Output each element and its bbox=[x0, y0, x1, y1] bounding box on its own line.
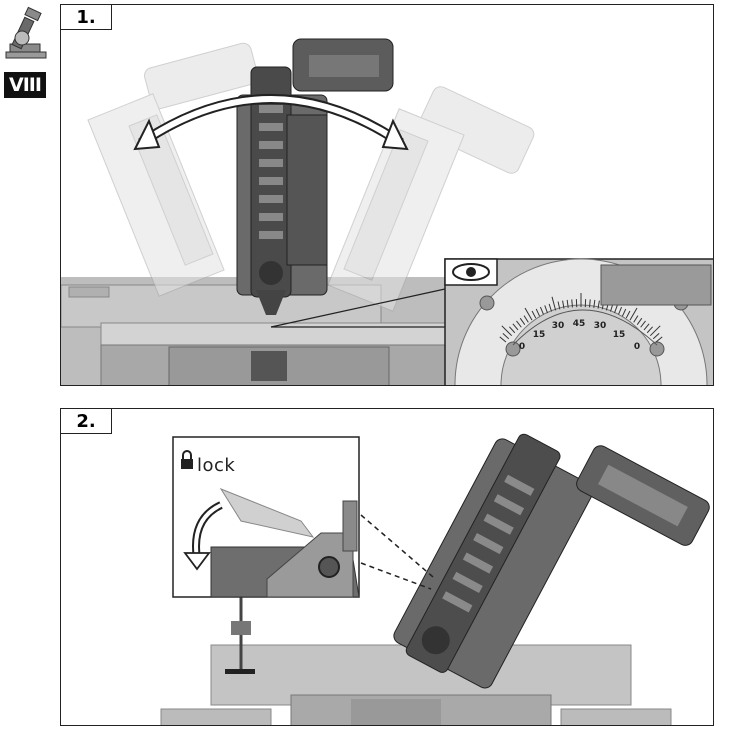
scale-tick bbox=[571, 299, 573, 308]
scale-label: 15 bbox=[533, 330, 546, 340]
scale-tick bbox=[502, 333, 510, 340]
scale-tick bbox=[519, 317, 526, 326]
scale-tick bbox=[618, 306, 623, 315]
scale-label: 0 bbox=[634, 342, 640, 352]
eye-icon bbox=[452, 263, 490, 281]
scale-tick bbox=[643, 323, 650, 331]
scale-tick bbox=[524, 307, 533, 321]
scale-label: 15 bbox=[613, 330, 626, 340]
scale-tick bbox=[509, 326, 516, 334]
scale-tick bbox=[516, 320, 522, 328]
scale-tick bbox=[566, 299, 569, 308]
scale-tick bbox=[646, 326, 653, 334]
scale-label: 45 bbox=[573, 319, 586, 329]
scale-tick bbox=[655, 336, 663, 343]
saw-head-center bbox=[236, 38, 394, 315]
bevel-scale-inset: 0 15 30 45 30 15 0 bbox=[444, 258, 713, 385]
section-badge: VIII bbox=[4, 72, 46, 98]
step-2-illustration bbox=[160, 433, 710, 725]
scale-tick bbox=[501, 325, 513, 337]
scale-tick bbox=[535, 308, 541, 317]
rotate-arrow-icon bbox=[183, 501, 223, 571]
scale-tick bbox=[499, 336, 507, 343]
saw-base bbox=[160, 591, 672, 725]
step-1-illustration: 0 15 30 45 30 15 0 bbox=[61, 38, 713, 385]
scale-tick bbox=[629, 307, 638, 321]
scale-tick bbox=[523, 315, 529, 323]
step-1-panel: 1. bbox=[60, 4, 714, 386]
scale-label: 0 bbox=[519, 342, 525, 352]
rotation-arrow-icon bbox=[133, 94, 409, 151]
scale-tick bbox=[636, 317, 643, 326]
step-2-label: 2. bbox=[61, 409, 112, 434]
scale-tick bbox=[539, 306, 544, 315]
scale-tick bbox=[551, 296, 557, 311]
scale-label: 30 bbox=[552, 321, 565, 331]
saw-head-ghost-right bbox=[327, 86, 535, 312]
scale-tick bbox=[548, 303, 553, 312]
scale-label: 30 bbox=[594, 321, 607, 331]
scale-tick bbox=[621, 308, 627, 317]
saw-head-ghost-left bbox=[87, 42, 259, 297]
saw-head-tilted bbox=[393, 433, 710, 689]
scale-tick bbox=[589, 299, 591, 308]
lock-lever-inset bbox=[172, 436, 360, 598]
lock-caption: lock bbox=[197, 455, 236, 476]
scale-tick bbox=[649, 325, 661, 337]
padlock-icon bbox=[181, 450, 193, 469]
scale-tick bbox=[531, 310, 537, 319]
scale-tick bbox=[652, 333, 660, 340]
scale-tick bbox=[633, 315, 639, 323]
scale-tick bbox=[562, 300, 565, 309]
scale-tick bbox=[512, 323, 519, 331]
scale-tick bbox=[625, 310, 631, 319]
step-2-panel: 2. bbox=[60, 408, 714, 726]
scale-tick bbox=[593, 299, 596, 308]
scale-tick bbox=[640, 320, 646, 328]
scale-tick bbox=[557, 301, 561, 310]
miter-saw-icon bbox=[5, 6, 47, 59]
scale-tick bbox=[544, 305, 548, 314]
scale-tick bbox=[597, 300, 600, 309]
scale-tick bbox=[614, 305, 618, 314]
step-1-label: 1. bbox=[61, 5, 112, 30]
